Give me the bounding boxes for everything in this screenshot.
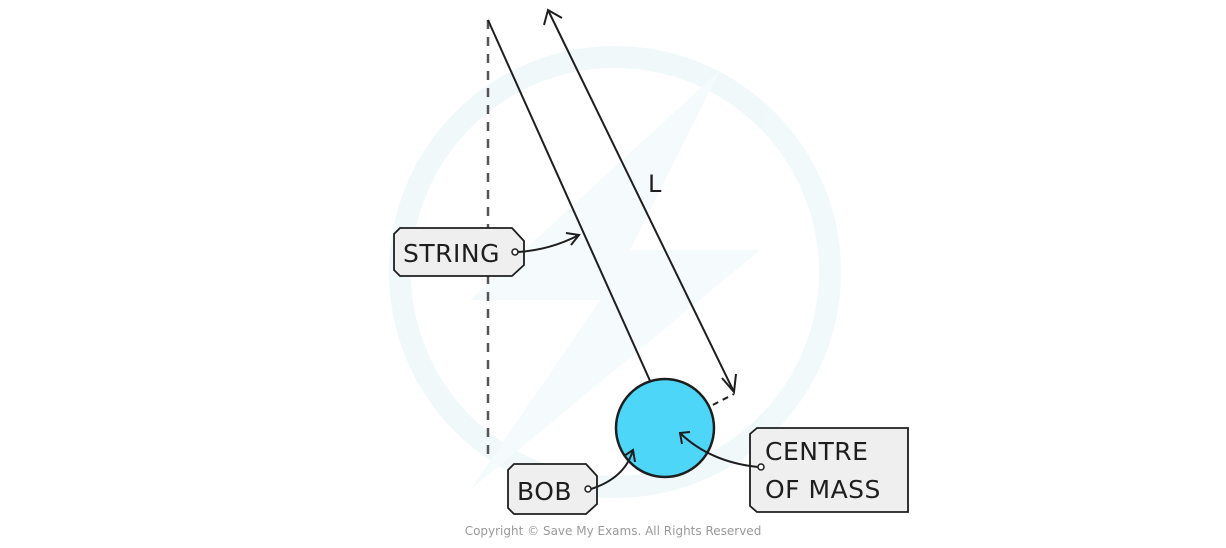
bob-pointer-arrow — [590, 448, 636, 490]
string-line — [487, 19, 652, 384]
bob-tag: BOB — [507, 463, 598, 515]
centre-tag-line2: OF MASS — [765, 475, 881, 504]
centre-pointer-arrow — [678, 431, 759, 468]
copyright-notice: Copyright © Save My Exams. All Rights Re… — [465, 524, 762, 538]
string-tag: STRING — [393, 227, 525, 277]
length-arrow — [543, 8, 737, 395]
centre-tag-line1: CENTRE — [765, 437, 868, 466]
string-tag-label: STRING — [403, 239, 500, 268]
centre-of-mass-tag: CENTRE OF MASS — [749, 427, 909, 513]
bob-circle — [614, 377, 716, 479]
string-pointer-arrow — [517, 232, 581, 253]
bob-tag-label: BOB — [517, 477, 572, 506]
length-label: L — [648, 170, 662, 198]
